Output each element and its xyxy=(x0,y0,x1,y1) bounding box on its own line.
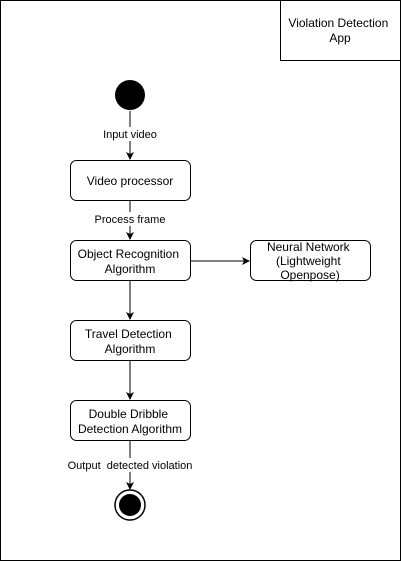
node-neural-network-text: Neural Network (Lightweight Openpose) xyxy=(267,240,353,282)
node-object-recognition-line-2: Algorithm xyxy=(105,262,156,276)
title-box-border xyxy=(280,0,401,61)
title-box: Violation Detection App xyxy=(280,0,401,61)
node-travel-detection-text: Travel Detection Algorithm xyxy=(85,327,175,356)
edge-label-bg-input-video xyxy=(100,127,160,141)
node-double-dribble-line-2: Detection Algorithm xyxy=(78,422,182,436)
node-neural-network: Neural Network (Lightweight Openpose) xyxy=(250,240,371,282)
node-double-dribble-text: Double Dribble Detection Algorithm xyxy=(78,407,182,436)
end-node-core xyxy=(119,494,141,516)
node-video-processor-box xyxy=(70,160,191,201)
edge-label-process-frame: Process frame xyxy=(95,214,166,226)
title-text: Violation Detection App xyxy=(288,16,391,45)
node-double-dribble-box xyxy=(70,400,191,441)
node-neural-network-line-2: (Lightweight xyxy=(276,254,341,268)
start-node xyxy=(115,80,145,110)
node-neural-network-box xyxy=(250,240,371,281)
node-neural-network-line-1: Neural Network xyxy=(267,240,351,254)
end-node xyxy=(114,489,146,521)
node-object-recognition-line-1: Object Recognition xyxy=(78,247,179,261)
node-video-processor: Video processor xyxy=(70,160,191,201)
edge-label-bg-process-frame xyxy=(92,212,168,226)
node-double-dribble: Double Dribble Detection Algorithm xyxy=(70,400,191,441)
node-travel-detection: Travel Detection Algorithm xyxy=(70,320,191,361)
node-travel-detection-box xyxy=(70,320,191,361)
title-line-2: App xyxy=(329,31,351,45)
node-video-processor-line-1: Video processor xyxy=(87,174,174,188)
node-object-recognition-text: Object Recognition Algorithm xyxy=(78,247,183,276)
node-video-processor-text: Video processor xyxy=(87,174,174,188)
edge-label-output-detected-violation: Output detected violation xyxy=(68,460,193,472)
node-travel-detection-line-2: Algorithm xyxy=(105,342,156,356)
node-object-recognition-box xyxy=(70,240,191,281)
edge-label-input-video: Input video xyxy=(103,129,157,141)
node-neural-network-line-3: Openpose) xyxy=(280,268,339,282)
edge-label-bg-output xyxy=(66,458,194,472)
title-line-1: Violation Detection xyxy=(288,16,388,30)
node-double-dribble-line-1: Double Dribble xyxy=(89,407,169,421)
node-object-recognition: Object Recognition Algorithm xyxy=(70,240,191,281)
node-travel-detection-line-1: Travel Detection xyxy=(85,327,172,341)
